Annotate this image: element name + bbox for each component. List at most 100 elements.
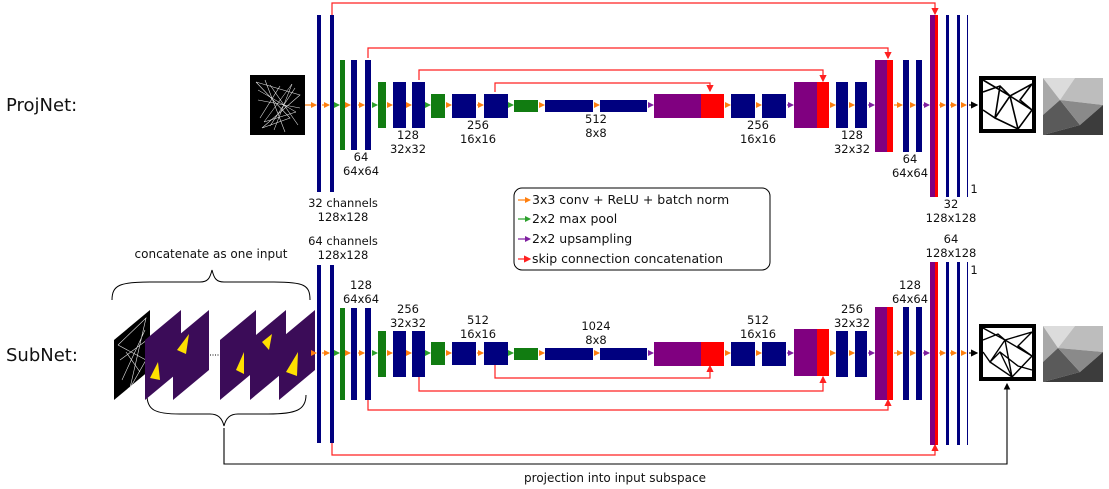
- projnet-label-r256-channels: 256: [747, 118, 769, 132]
- projnet-pool-block-1: [340, 60, 345, 150]
- projnet-upsample-block-1: [654, 94, 701, 118]
- subnet-upsample-block-1: [654, 342, 701, 366]
- subnet-pool-block-2: [378, 331, 386, 377]
- subnet-pool-block-4: [514, 348, 538, 360]
- subnet-upsample-block-3: [875, 307, 887, 400]
- subnet-label-1024-channels: 1024: [581, 319, 610, 333]
- subnet-upsample-block-4: [930, 262, 935, 445]
- subnet-conv-block-r256a: [836, 331, 848, 377]
- projection-caption: projection into input subspace: [524, 471, 706, 485]
- projnet-label-256-channels: 256: [467, 118, 489, 132]
- subnet-input-mesh: [114, 310, 150, 400]
- projnet-conv-block-256a: [452, 94, 476, 118]
- legend: 3x3 conv + ReLU + batch norm 2x2 max poo…: [513, 187, 771, 271]
- projnet-pool-block-4: [514, 100, 538, 112]
- projnet-conv-block-512a: [545, 100, 593, 112]
- projnet-conv-block-r256a: [731, 94, 755, 118]
- subnet-pool-block-3: [431, 342, 445, 365]
- subnet-conv-block-r512b: [762, 342, 786, 366]
- concat-caption: concatenate as one input: [135, 247, 288, 261]
- subnet-label-128-channels: 128: [350, 278, 372, 292]
- subnet-output-mesh-image: [979, 324, 1036, 381]
- projnet-conv-block-128a: [393, 82, 406, 128]
- projnet-label-32-size: 128x128: [318, 210, 369, 224]
- subnet-conv-block-r128a: [903, 307, 909, 400]
- projnet-conv-block-r32b: [957, 15, 960, 197]
- legend-conv: 3x3 conv + ReLU + batch norm: [532, 192, 729, 207]
- subnet-pool-block-1: [340, 308, 345, 400]
- subnet-conv-block-64a: [317, 265, 321, 443]
- subnet-skip-32: [418, 375, 827, 392]
- subnet-label-r512-channels: 512: [747, 313, 769, 327]
- subspace-panel: [220, 310, 256, 400]
- legend-upsampling: 2x2 upsampling: [532, 231, 632, 246]
- projnet-conv-block-32b: [330, 15, 334, 192]
- projnet-conv-block-32a: [317, 15, 321, 192]
- projnet-output-shaded-image: [1043, 78, 1103, 135]
- subnet-conv-block-r256b: [855, 331, 867, 377]
- projection-arrow: [223, 382, 1011, 465]
- projnet-upsample-block-2: [794, 82, 817, 128]
- subnet-conv-block-128b: [365, 308, 371, 400]
- subnet-skip-block-3: [887, 307, 893, 400]
- subnet-label-1024-size: 8x8: [585, 333, 606, 347]
- subnet-label-r128-channels: 128: [899, 278, 921, 292]
- projnet-label-32-channels: 32 channels: [308, 196, 378, 210]
- subnet-label-256-channels: 256: [397, 302, 419, 316]
- projnet-label-64-channels: 64: [354, 150, 369, 164]
- projnet-skip-32: [418, 69, 827, 83]
- projnet-label-r64-channels: 64: [903, 152, 918, 166]
- projnet-row-label: ProjNet:: [6, 95, 77, 116]
- projnet-label-128-size: 32x32: [390, 142, 426, 156]
- projnet-skip-16: [494, 82, 714, 93]
- projnet-conv-block-r256b: [762, 94, 786, 118]
- projnet-conv-block-64b: [365, 60, 371, 150]
- subnet-skip-block-4: [935, 262, 938, 445]
- projnet-conv-block-r64a: [903, 60, 909, 152]
- subnet-conv-block-1024b: [600, 348, 647, 360]
- subnet-conv-block-r64a: [946, 262, 949, 445]
- subnet-conv-block-r512a: [731, 342, 755, 366]
- subnet-label-128-size: 64x64: [343, 292, 379, 306]
- subnet-conv-block-256b: [412, 331, 425, 377]
- subnet-label-r64-channels: 64: [944, 232, 959, 246]
- subnet-skip-128: [331, 443, 939, 456]
- subnet-output-block: [967, 262, 968, 445]
- projnet-skip-block-3: [887, 60, 893, 152]
- subnet-upsample-block-2: [794, 329, 817, 376]
- projnet-conv-block-r32a: [946, 15, 949, 197]
- projnet-label-r32-channels: 32: [944, 197, 959, 211]
- subnet-label-256-size: 32x32: [390, 316, 426, 330]
- subnet-label-output-1: 1: [970, 263, 977, 277]
- subspace-panel: [250, 310, 286, 400]
- projnet-label-r64-size: 64x64: [892, 166, 928, 180]
- subnet-skip-block-2: [817, 329, 829, 376]
- subnet-label-64-channels: 64 channels: [308, 234, 378, 248]
- subnet-conv-block-256a: [393, 331, 406, 377]
- projnet-conv-block-r128b: [855, 82, 867, 128]
- subnet-conv-block-r128b: [916, 307, 922, 400]
- subnet-label-64-size: 128x128: [318, 248, 369, 262]
- subnet-output-shaded-image: [1043, 326, 1103, 382]
- projnet-network: 32 channels 128x128 64 64x64 128 32x32 2…: [250, 2, 1103, 225]
- subnet-skip-connections: [331, 364, 939, 456]
- legend-skip: skip connection concatenation: [532, 251, 723, 266]
- projnet-conv-block-64a: [351, 60, 357, 150]
- subnet-label-r256-channels: 256: [841, 302, 863, 316]
- subnet-conv-block-r64b: [957, 262, 960, 445]
- concat-brace-top: [111, 269, 311, 301]
- subnet-label-512-channels: 512: [467, 313, 489, 327]
- projnet-conv-block-128b: [412, 82, 425, 128]
- subspace-triangle: [236, 352, 244, 374]
- legend-pool: 2x2 max pool: [532, 211, 617, 226]
- projnet-skip-block-2: [817, 82, 829, 128]
- subspace-panel: [173, 310, 209, 400]
- subnet-conv-block-512a: [452, 342, 476, 365]
- projnet-upsample-block-4: [930, 15, 935, 197]
- subspace-panels: [145, 310, 315, 400]
- projnet-label-256-size: 16x16: [460, 132, 496, 146]
- projnet-label-r256-size: 16x16: [740, 132, 776, 146]
- projnet-pool-block-3: [431, 94, 445, 118]
- subspace-triangle: [286, 352, 298, 376]
- projnet-label-512-size: 8x8: [585, 126, 606, 140]
